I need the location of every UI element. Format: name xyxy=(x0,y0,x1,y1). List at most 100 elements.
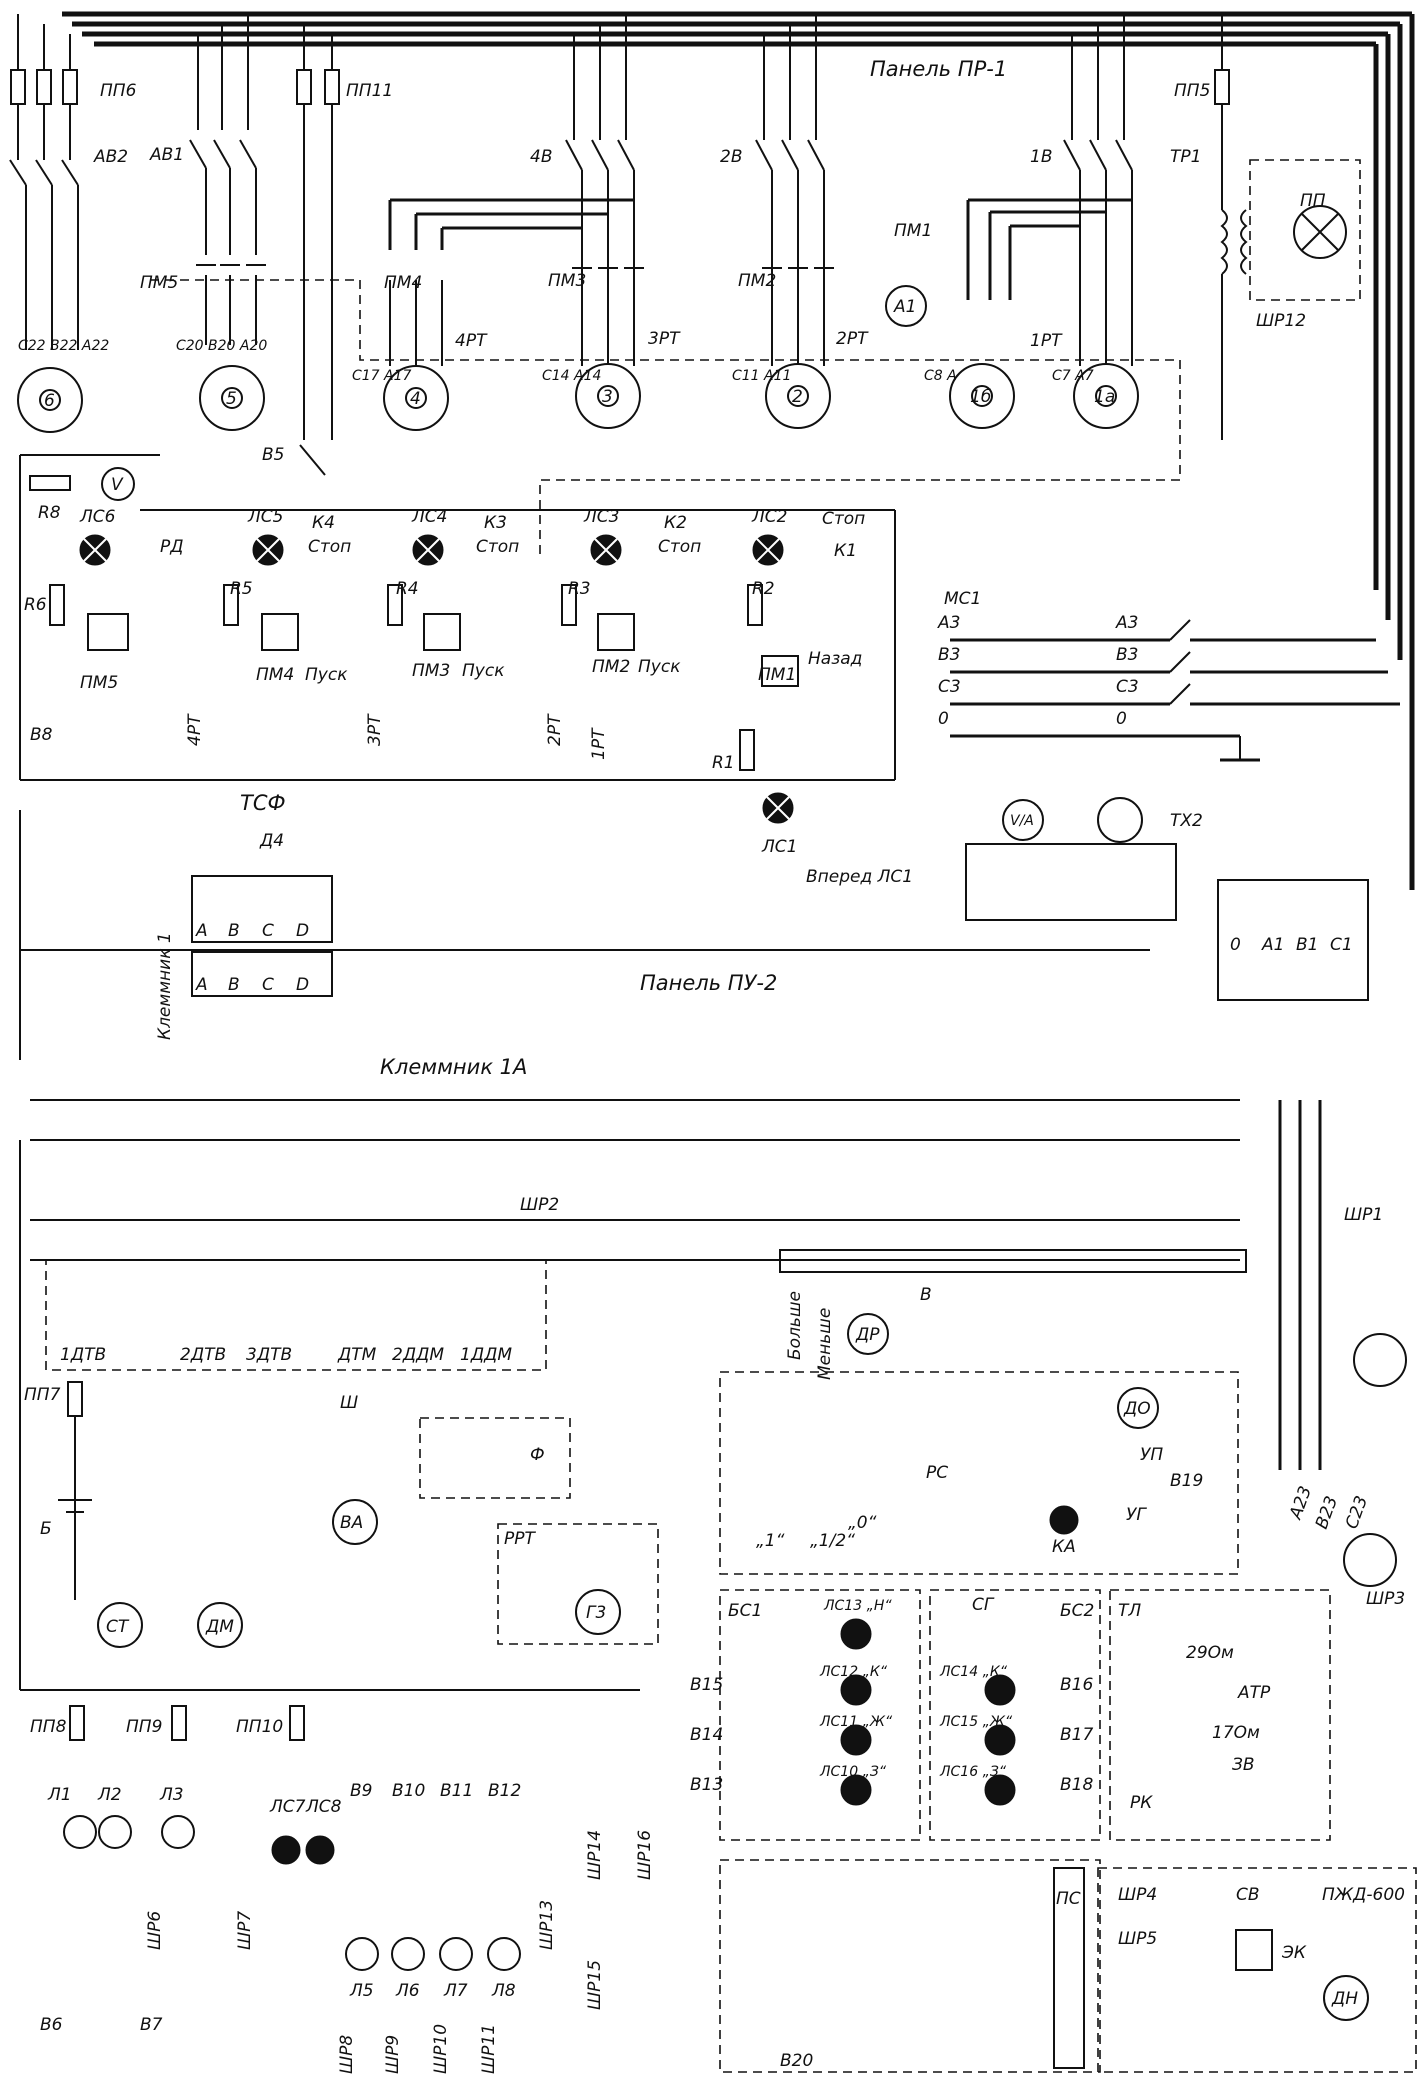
lamp-label-ls3: ЛС3 xyxy=(583,507,619,527)
motor-5-phase: C20 B20 A20 xyxy=(176,338,267,354)
breaker-label-av1: АВ1 xyxy=(149,145,184,165)
socket-label-shr14: ШР14 xyxy=(585,1830,605,1880)
wire-b23: В23 xyxy=(1312,1494,1342,1532)
motor-dr: ДР xyxy=(855,1325,880,1345)
terminal-b1: В1 xyxy=(1296,935,1318,955)
lamp-label-l1: Л1 xyxy=(47,1785,72,1805)
sensor-label-1ddm: 1ДДМ xyxy=(460,1345,512,1365)
motor-branch-1: 1В ПМ1 A1 1б C8 A 1а C7 A7 1РТ xyxy=(885,14,1139,429)
resistor-label-r4: R4 xyxy=(396,579,419,599)
motor-2-id: 2 xyxy=(792,387,803,407)
switch-label-v11: В11 xyxy=(440,1781,473,1801)
socket-label-shr11: ШР11 xyxy=(479,2024,499,2074)
motor-2-phase: C11 A11 xyxy=(732,368,791,384)
wire-a23: А23 xyxy=(1286,1484,1317,1523)
switch-label-v20: В20 xyxy=(780,2051,813,2071)
label-zv: ЗВ xyxy=(1232,1755,1255,1775)
fuse-label-pp10: ПП10 xyxy=(236,1717,283,1737)
thermal-label-3rt: 3РТ xyxy=(648,329,681,349)
label-klemmnik1: Клеммник 1 xyxy=(155,932,175,1040)
motor-4-phase: C17 A17 xyxy=(352,368,412,384)
switch-label-v5: В5 xyxy=(262,445,284,465)
coil-label-pm2: ПМ2 xyxy=(592,657,630,677)
transformer-tr1: ПП5 ТР1 ПП ШР12 xyxy=(1170,14,1361,440)
socket-label-shr2: ШР2 xyxy=(520,1195,559,1215)
socket-label-shr5: ШР5 xyxy=(1118,1929,1157,1949)
button-label-k1: К1 xyxy=(834,541,857,561)
signal-ls12: ЛС12 „К“ xyxy=(819,1664,888,1680)
contact-label-1rt: 1РТ xyxy=(589,727,609,760)
panel-pu2-title: Панель ПУ-2 xyxy=(640,971,777,995)
label-ka: КА xyxy=(1052,1537,1076,1557)
selector-half: „1/2“ xyxy=(810,1531,855,1551)
sensor-label-1dtv: 1ДТВ xyxy=(60,1345,106,1365)
contact-label-3rt: 3РТ xyxy=(365,713,385,746)
wire-c3-left: С3 xyxy=(938,677,961,697)
signal-ls13: ЛС13 „Н“ xyxy=(823,1598,892,1614)
terminal-c1: С1 xyxy=(1330,935,1353,955)
switch-label-v15: В15 xyxy=(690,1675,723,1695)
resistor-label-r6: R6 xyxy=(24,595,47,615)
socket-label-shr15: ШР15 xyxy=(585,1960,605,2010)
lamp-label-l3: Л3 xyxy=(159,1785,184,1805)
motor-5-id: 5 xyxy=(226,389,237,409)
contactor-label-pm4: ПМ4 xyxy=(384,273,422,293)
label-atr: АТР xyxy=(1237,1683,1271,1703)
meter-va: V/A xyxy=(1010,813,1034,829)
control-feed-pp11: ПП11 В5 xyxy=(262,24,393,476)
contactor-label-pm1: ПМ1 xyxy=(894,221,932,241)
switch-label-v17: В17 xyxy=(1060,1725,1093,1745)
selector-1: „1“ xyxy=(756,1531,785,1551)
resistor-label-r2: R2 xyxy=(752,579,775,599)
wire-a3-right: А3 xyxy=(1115,613,1138,633)
motor-st: СТ xyxy=(106,1617,130,1637)
lamp-label-l6: Л6 xyxy=(395,1981,420,2001)
signal-ls10: ЛС10 „З“ xyxy=(819,1764,887,1780)
motor-6-phase: C22 B22 A22 xyxy=(18,338,109,354)
contactor-label-pm3: ПМ3 xyxy=(548,271,586,291)
wire-c3-right: С3 xyxy=(1116,677,1139,697)
motor-6-id: 6 xyxy=(44,391,55,411)
motor-branch-4: 4В ПМ4 4 4РТ C17 A17 xyxy=(352,14,635,431)
switch-label-v19: В19 xyxy=(1170,1471,1203,1491)
socket-label-shr12: ШР12 xyxy=(1256,311,1306,331)
switch-label-v18: В18 xyxy=(1060,1775,1093,1795)
motor-dm: ДМ xyxy=(205,1617,234,1637)
button-label-stop-2: Стоп xyxy=(476,537,519,557)
breaker-label-av2: АВ2 xyxy=(93,147,128,167)
right-motor-sockets: А23 В23 С23 xyxy=(1278,1100,1407,1587)
breaker-label-1v: 1В xyxy=(1030,147,1052,167)
label-29ohm: 29Ом xyxy=(1186,1643,1234,1663)
button-label-forward: Вперед ЛС1 xyxy=(806,867,913,887)
label-17ohm: 17Ом xyxy=(1212,1723,1260,1743)
label-filter: Ф xyxy=(530,1445,545,1465)
fuse-label-pp5: ПП5 xyxy=(1174,81,1210,101)
wire-a3-left: А3 xyxy=(937,613,960,633)
wire-b3-right: В3 xyxy=(1116,645,1138,665)
wire-0-left: 0 xyxy=(938,709,949,729)
socket-label-shr8: ШР8 xyxy=(337,2035,357,2074)
motor-1b-phase: C8 A xyxy=(924,368,957,384)
button-label-start-3: Пуск xyxy=(638,657,681,677)
lamp-label-ls8: ЛС8 xyxy=(305,1797,342,1817)
label-d4: Д4 xyxy=(259,831,284,851)
motor-branch-3: ПМ3 3 3РТ C14 A14 xyxy=(542,250,681,429)
lighting-section: ПП8 ПП9 ПП10 Л1 Л2 Л3 ЛС7 ЛС8 Л5 Л6 Л7 Л… xyxy=(20,1689,655,2074)
button-label-start-2: Пуск xyxy=(462,661,505,681)
socket-label-shr6: ШР6 xyxy=(145,1911,165,1950)
resistor-label-r5: R5 xyxy=(230,579,253,599)
resistor-label-r3: R3 xyxy=(568,579,591,599)
motor-1a-id: 1а xyxy=(1094,387,1115,407)
label-ug: УГ xyxy=(1126,1505,1147,1525)
contactor-label-pm5: ПМ5 xyxy=(140,273,178,293)
signal-ls15: ЛС15 „Ж“ xyxy=(939,1714,1013,1730)
socket-label-shr4: ШР4 xyxy=(1118,1885,1157,1905)
lamp-label-ls7: ЛС7 xyxy=(269,1797,306,1817)
wire-0-right: 0 xyxy=(1116,709,1127,729)
breaker-label-4v: 4В xyxy=(530,147,552,167)
button-label-stop-1: Стоп xyxy=(308,537,351,557)
button-label-stop-3: Стоп xyxy=(658,537,701,557)
button-label-stop-4: Стоп xyxy=(822,509,865,529)
terminal-b-bottom: В xyxy=(228,975,240,995)
